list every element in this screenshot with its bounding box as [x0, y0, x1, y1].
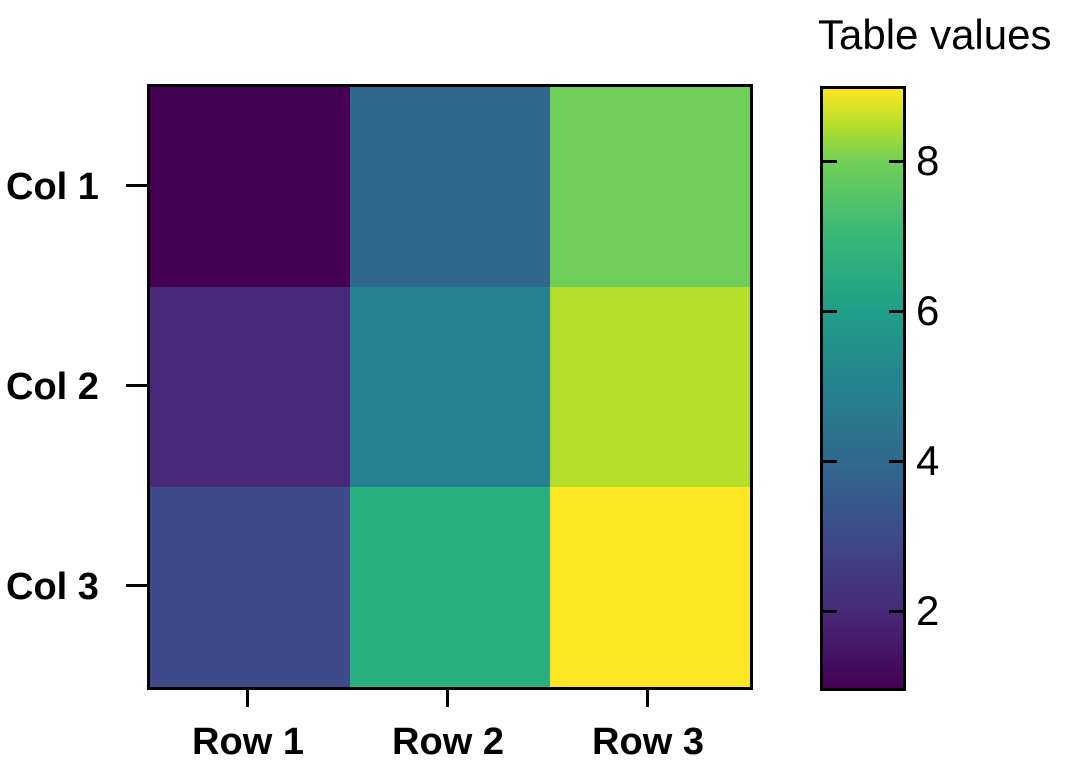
heatmap-cell	[350, 487, 550, 687]
y-tick-col-2	[126, 384, 147, 387]
colorbar-label-4: 4	[916, 437, 940, 484]
heatmap-cell	[550, 87, 750, 287]
colorbar-label-6: 6	[916, 287, 940, 334]
colorbar-label-2: 2	[916, 587, 940, 634]
x-tick-row-1	[246, 687, 249, 707]
heatmap-cell	[150, 487, 350, 687]
heatmap-plot-area	[147, 84, 753, 690]
x-tick-row-3	[646, 687, 649, 707]
heatmap-cell	[350, 287, 550, 487]
x-label-row-2: Row 2	[392, 721, 504, 763]
colorbar-tick-2-left	[823, 610, 837, 613]
heatmap-cell	[550, 287, 750, 487]
x-label-row-3: Row 3	[592, 721, 704, 763]
colorbar-tick-2-right	[889, 610, 903, 613]
y-label-col-2: Col 2	[6, 366, 99, 408]
colorbar-tick-6-right	[889, 310, 903, 313]
x-tick-row-2	[446, 687, 449, 707]
colorbar-tick-4-right	[889, 460, 903, 463]
y-label-col-3: Col 3	[6, 566, 99, 608]
y-label-col-1: Col 1	[6, 166, 99, 208]
colorbar-tick-4-left	[823, 460, 837, 463]
y-tick-col-3	[126, 584, 147, 587]
colorbar	[820, 86, 906, 691]
colorbar-tick-8-right	[889, 160, 903, 163]
x-label-row-1: Row 1	[192, 721, 304, 763]
heatmap-cell	[150, 87, 350, 287]
colorbar-tick-6-left	[823, 310, 837, 313]
heatmap-cell	[150, 287, 350, 487]
heatmap-cell	[550, 487, 750, 687]
y-tick-col-1	[126, 184, 147, 187]
heatmap-cell	[350, 87, 550, 287]
colorbar-label-8: 8	[916, 137, 940, 184]
colorbar-title: Table values	[818, 11, 1052, 58]
colorbar-tick-8-left	[823, 160, 837, 163]
